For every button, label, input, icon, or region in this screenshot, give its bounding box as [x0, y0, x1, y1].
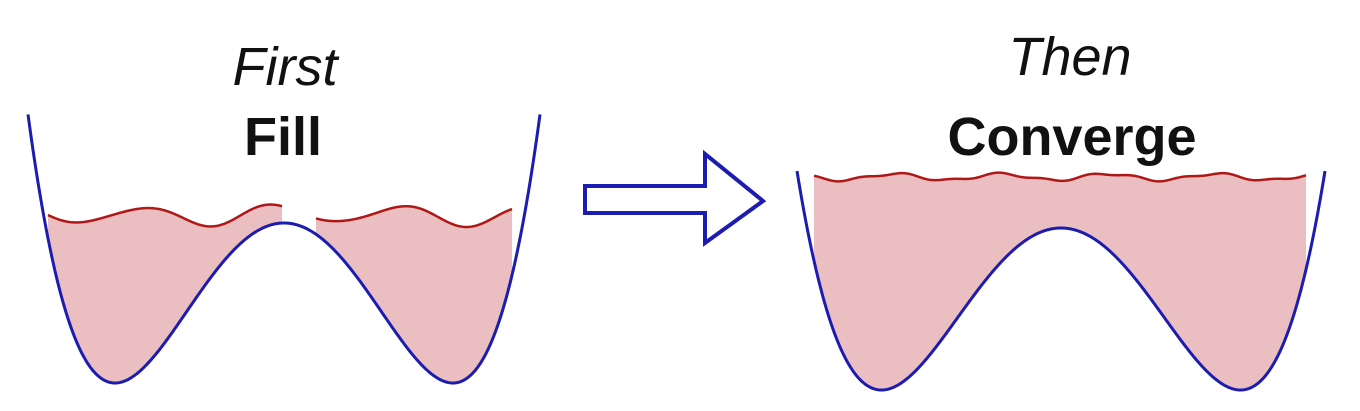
- right-fill-area: [814, 172, 1306, 390]
- right-panel-bold-title: Converge: [947, 107, 1197, 167]
- left-surface-wave-left: [47, 203, 283, 228]
- left-panel-italic-title: First: [232, 37, 338, 97]
- right-surface-wave: [813, 171, 1307, 183]
- left-fill-area: [48, 204, 512, 383]
- right-panel: [795, 170, 1327, 392]
- right-double-well-curve: [795, 170, 1327, 392]
- left-panel-bold-title: Fill: [244, 107, 322, 167]
- left-surface-wave-right: [315, 204, 513, 229]
- right-arrow-icon: [583, 149, 767, 247]
- left-panel: [26, 114, 542, 385]
- left-double-well-curve: [26, 114, 542, 385]
- right-panel-italic-title: Then: [1008, 27, 1132, 87]
